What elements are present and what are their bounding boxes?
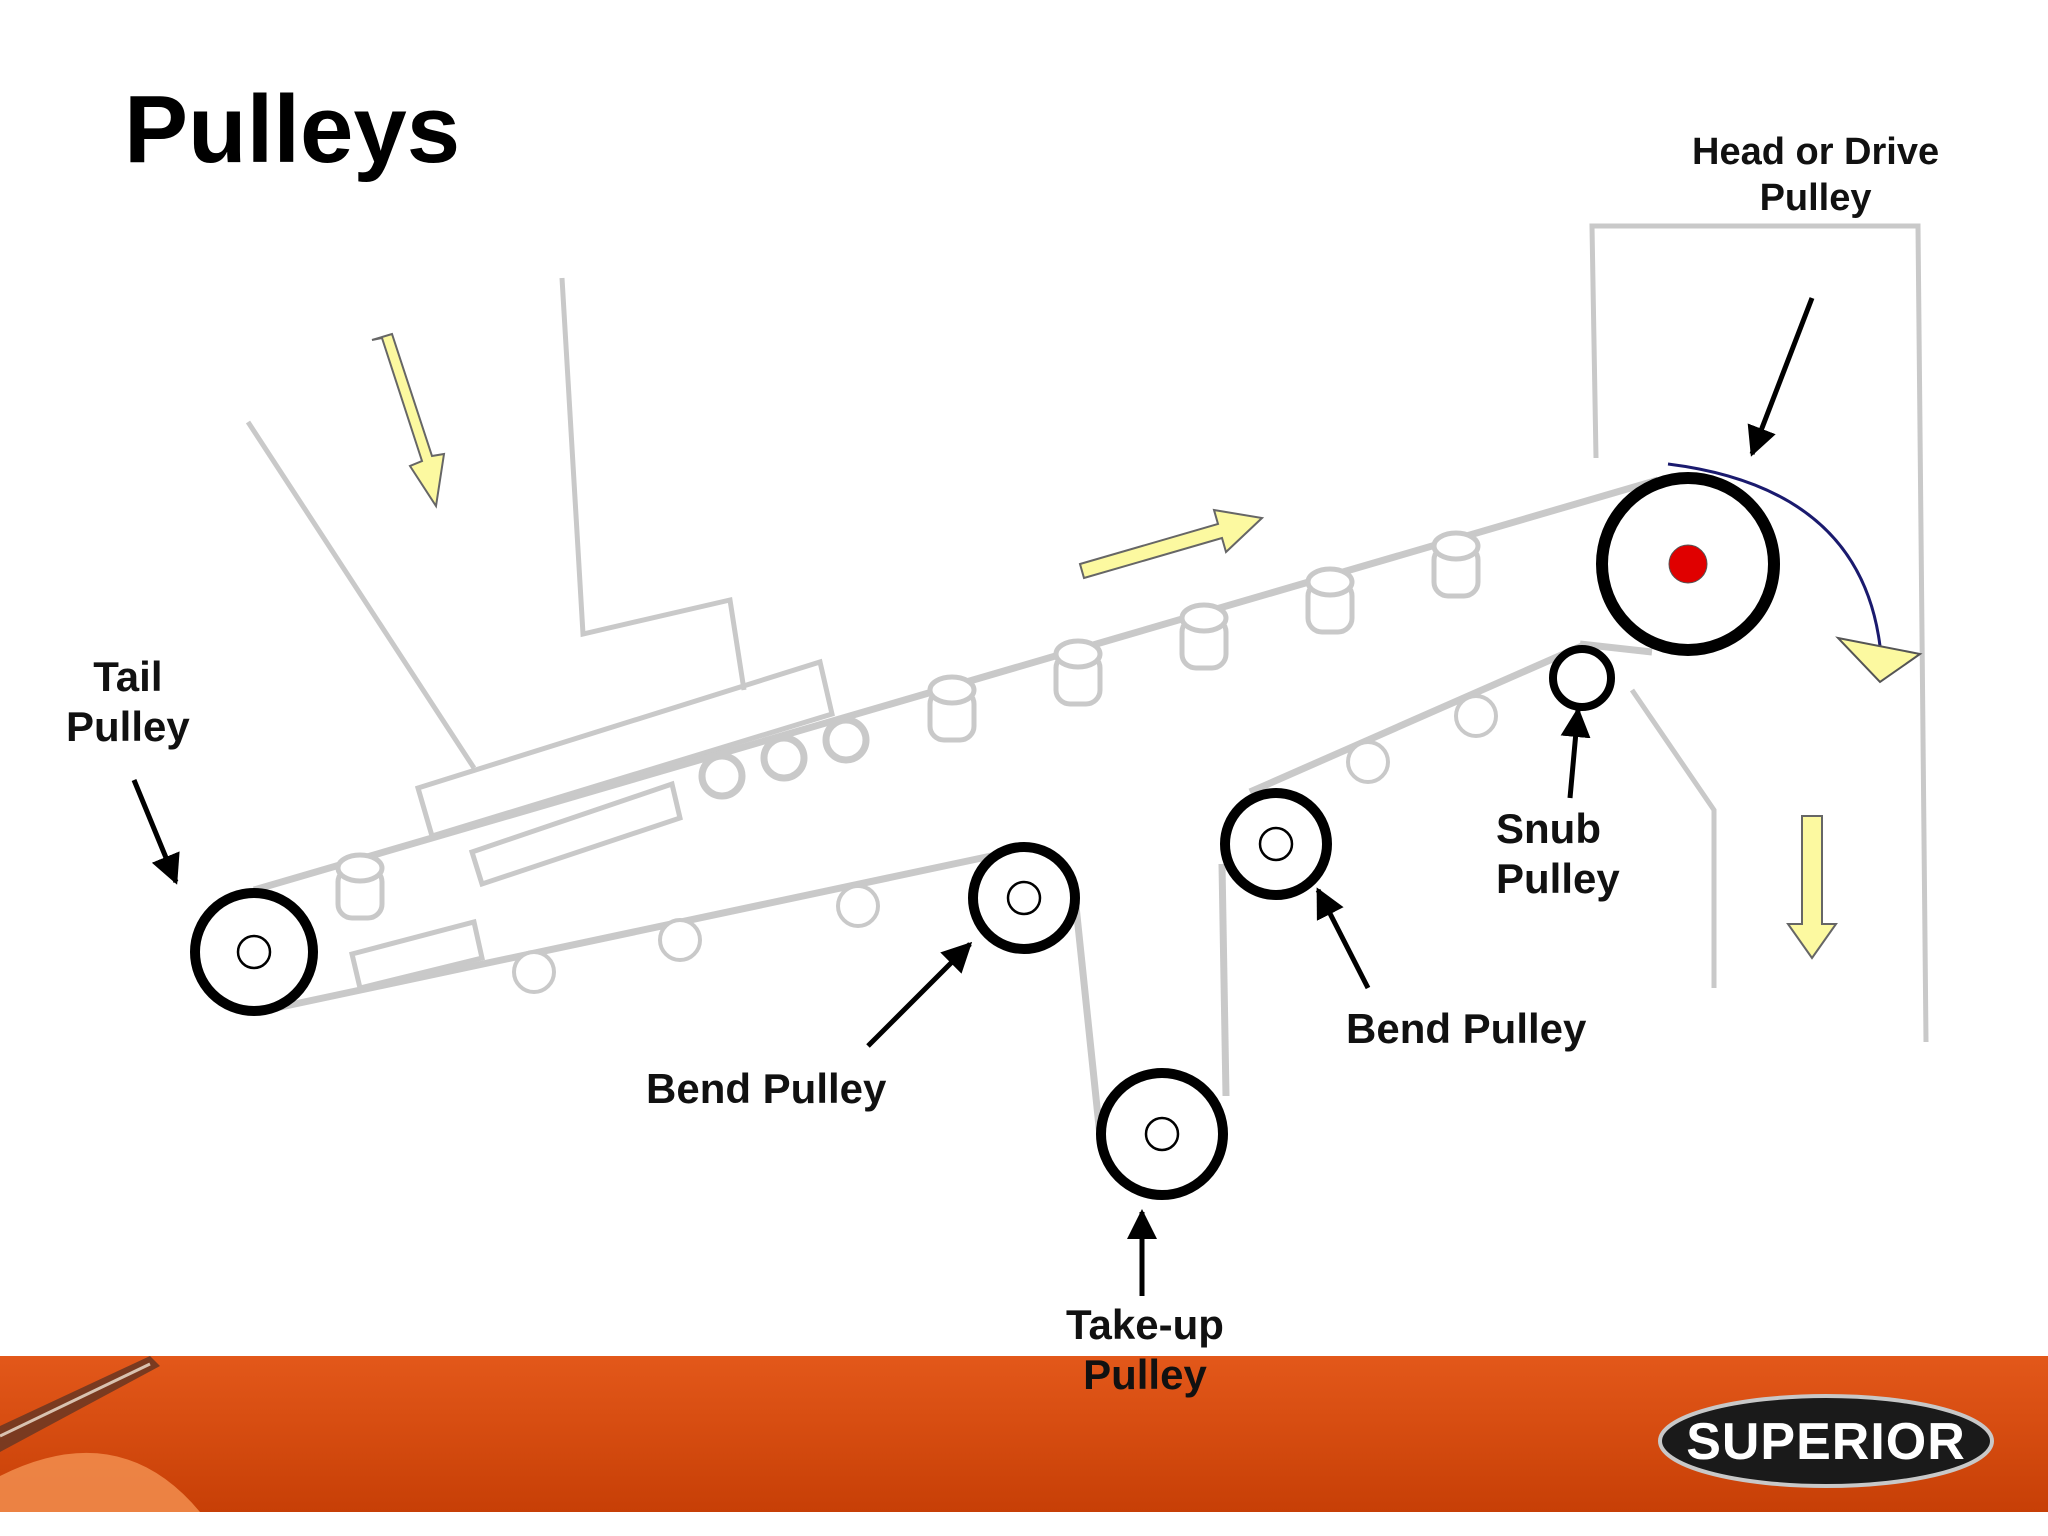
idler-cylinder: [1431, 530, 1481, 599]
label-line: Pulley: [66, 703, 190, 751]
label-line: Take-up: [1066, 1301, 1224, 1348]
return-idler: [658, 918, 702, 962]
impact-rollers: [698, 716, 870, 800]
pointer-arrow-icon: [1315, 887, 1371, 990]
impact-roller: [760, 734, 808, 782]
superior-logo: [1658, 1394, 1994, 1488]
tail-pulley-label: Tail Pulley: [66, 652, 190, 753]
pointer-arrow-icon: [1560, 707, 1591, 799]
label-line: Snub: [1496, 805, 1601, 852]
drive-axle: [1668, 544, 1708, 584]
tail-pulley: [190, 888, 318, 1016]
logo-text: SUPERIOR: [1686, 1413, 1966, 1471]
belt: [253, 476, 1659, 1137]
belt-to-snub: [1248, 642, 1584, 796]
snub-pulley-label: Snub Pulley: [1496, 804, 1620, 905]
take-up-pulley-label: Take-up Pulley: [1066, 1300, 1224, 1401]
flow-arrow-icon: [1786, 815, 1838, 960]
conveyor-photo: [0, 1356, 200, 1512]
head-pulley-label: Head or Drive Pulley: [1692, 130, 1939, 221]
carry-idlers: [335, 530, 1481, 921]
pointer-arrow-icon: [131, 779, 180, 885]
impact-roller: [698, 752, 746, 800]
label-line: Tail: [93, 653, 163, 700]
structure: [245, 223, 1929, 1043]
pointer-arrows: [131, 297, 1815, 1296]
pointer-arrow-icon: [866, 941, 973, 1048]
label-line: Head or Drive: [1692, 131, 1940, 173]
feed-chute-left-wall: [245, 420, 477, 770]
bend-pulley-left: [968, 842, 1080, 954]
head-chute-back-wall: [1589, 223, 1929, 1043]
return-idler: [1454, 694, 1498, 738]
return-idlers: [512, 694, 1498, 994]
pointer-arrow-icon: [1747, 297, 1815, 457]
bend-pulley-right: [1220, 788, 1332, 900]
return-idler: [512, 950, 556, 994]
footer-strip: [0, 1512, 2048, 1536]
flow-arrow-icon: [1078, 508, 1265, 580]
label-line: Pulley: [1759, 176, 1872, 219]
belt-tail-return: [275, 848, 1011, 1012]
skirt-board: [414, 658, 835, 840]
idler-cylinder: [1053, 638, 1103, 707]
return-idler: [1346, 740, 1390, 784]
label-line: Pulley: [1496, 855, 1620, 903]
idler-cylinder: [1179, 602, 1229, 671]
label-line: Pulley: [1083, 1351, 1207, 1399]
belt-snub-head: [1579, 640, 1653, 656]
idler-cylinder: [1305, 566, 1355, 635]
idler-cylinder: [335, 852, 385, 921]
belt-from-takeup: [1218, 863, 1230, 1097]
flow-arrows: [371, 332, 1838, 960]
page-title: Pulleys: [124, 76, 461, 183]
belt-to-takeup: [1072, 905, 1104, 1137]
bend-pulley-right-label: Bend Pulley: [1346, 1005, 1587, 1052]
idler-cylinder: [927, 674, 977, 743]
head-drive-pulley: [1596, 472, 1780, 656]
bend-pulley-left-label: Bend Pulley: [646, 1065, 887, 1112]
rotation-arrow-icon: [1667, 462, 1923, 684]
head-chute-deflector: [1629, 688, 1717, 988]
snub-pulley: [1549, 645, 1615, 711]
flow-arrow-icon: [371, 332, 446, 509]
take-up-pulley: [1096, 1068, 1228, 1200]
return-idler: [836, 884, 880, 928]
return-plate: [349, 918, 485, 992]
impact-bed: [468, 780, 683, 888]
feed-chute-right-wall: [559, 277, 747, 691]
impact-roller: [822, 716, 870, 764]
